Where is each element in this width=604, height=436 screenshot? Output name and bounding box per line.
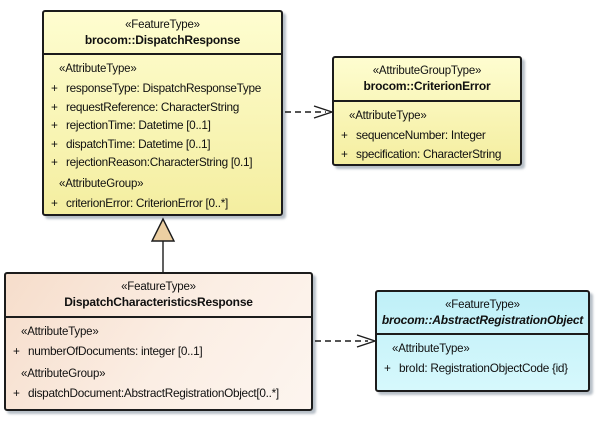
stereotype-label: «FeatureType» xyxy=(445,298,520,311)
attribute-row: + numberOfDocuments: integer [0..1] xyxy=(11,342,308,362)
section-heading: «AttributeGroup» xyxy=(21,367,106,380)
class-name-label: brocom::DispatchResponse xyxy=(84,32,241,47)
class-body: «AttributeType» + responseType: Dispatch… xyxy=(44,55,281,212)
class-box-criterion-error: «AttributeGroupType» brocom::CriterionEr… xyxy=(332,56,522,166)
class-header: «FeatureType» brocom::AbstractRegistrati… xyxy=(377,292,588,335)
open-arrowhead-icon xyxy=(313,105,335,119)
class-name-label: DispatchCharacteristicsResponse xyxy=(64,295,253,309)
class-header: «FeatureType» brocom::DispatchResponse xyxy=(44,12,281,55)
attribute-text: rejectionReason:CharacterString [0.1] xyxy=(66,155,253,169)
attribute-text: broId: RegistrationObjectCode {id} xyxy=(399,361,568,375)
stereotype-label: «FeatureType» xyxy=(121,281,196,293)
attribute-row: + dispatchDocument:AbstractRegistrationO… xyxy=(11,384,308,404)
visibility-plus: + xyxy=(51,81,58,95)
visibility-plus: + xyxy=(51,99,58,114)
dependency-connector-dispatchcharacteristics-abstractregistrationobject xyxy=(315,334,378,348)
visibility-plus: + xyxy=(51,195,58,210)
visibility-plus: + xyxy=(341,128,348,142)
class-box-dispatch-response: «FeatureType» brocom::DispatchResponse «… xyxy=(42,10,283,216)
class-body: «AttributeType» + sequenceNumber: Intege… xyxy=(334,102,520,163)
class-name-label: brocom::CriterionError xyxy=(363,79,491,93)
attribute-text: dispatchDocument:AbstractRegistrationObj… xyxy=(28,385,279,400)
class-box-dispatch-characteristics-response: «FeatureType» DispatchCharacteristicsRes… xyxy=(4,272,313,411)
attribute-row: + rejectionReason:CharacterString [0.1] xyxy=(49,153,278,172)
stereotype-label: «FeatureType» xyxy=(125,18,200,31)
attribute-text: sequenceNumber: Integer xyxy=(356,128,486,142)
visibility-plus: + xyxy=(13,344,20,358)
class-header: «FeatureType» DispatchCharacteristicsRes… xyxy=(6,274,311,318)
attribute-row: + requestReference: CharacterString xyxy=(49,98,278,117)
attribute-row: + specification: CharacterString xyxy=(339,145,517,164)
class-header: «AttributeGroupType» brocom::CriterionEr… xyxy=(334,58,520,102)
attribute-text: requestReference: CharacterString xyxy=(66,99,240,114)
section-heading: «AttributeType» xyxy=(392,343,470,355)
visibility-plus: + xyxy=(51,118,58,132)
open-arrowhead-icon xyxy=(356,334,378,348)
visibility-plus: + xyxy=(341,146,348,161)
generalization-connector xyxy=(150,217,176,272)
attribute-row: + dispatchTime: Datetime [0..1] xyxy=(49,135,278,154)
class-body: «AttributeType» + numberOfDocuments: int… xyxy=(6,318,311,403)
section-heading: «AttributeType» xyxy=(349,110,427,122)
section-heading: «AttributeGroup» xyxy=(59,177,144,190)
generalization-triangle-icon xyxy=(150,217,176,242)
attribute-text: criterionError: CriterionError [0..*] xyxy=(66,195,228,210)
dependency-connector-dispatchresponse-criterionerror xyxy=(285,105,335,119)
visibility-plus: + xyxy=(51,155,58,169)
attribute-row: + criterionError: CriterionError [0..*] xyxy=(49,194,278,213)
stereotype-label: «AttributeGroupType» xyxy=(372,65,482,77)
class-box-abstract-registration-object: «FeatureType» brocom::AbstractRegistrati… xyxy=(375,290,590,392)
attribute-row: + rejectionTime: Datetime [0..1] xyxy=(49,116,278,135)
attribute-text: dispatchTime: Datetime [0..1] xyxy=(66,136,211,151)
attribute-row: + responseType: DispatchResponseType xyxy=(49,79,278,98)
attribute-text: responseType: DispatchResponseType xyxy=(66,81,262,95)
attribute-row: + sequenceNumber: Integer xyxy=(339,126,517,145)
section-heading: «AttributeType» xyxy=(59,63,137,75)
attribute-row: + broId: RegistrationObjectCode {id} xyxy=(382,359,585,378)
visibility-plus: + xyxy=(51,136,58,151)
visibility-plus: + xyxy=(13,385,20,400)
class-body: «AttributeType» + broId: RegistrationObj… xyxy=(377,335,588,378)
class-name-label: brocom::AbstractRegistrationObject xyxy=(381,312,584,327)
visibility-plus: + xyxy=(384,361,391,375)
attribute-text: rejectionTime: Datetime [0..1] xyxy=(66,118,211,132)
section-heading: «AttributeType» xyxy=(21,326,99,338)
attribute-text: numberOfDocuments: integer [0..1] xyxy=(28,344,203,358)
attribute-text: specification: CharacterString xyxy=(356,146,502,161)
